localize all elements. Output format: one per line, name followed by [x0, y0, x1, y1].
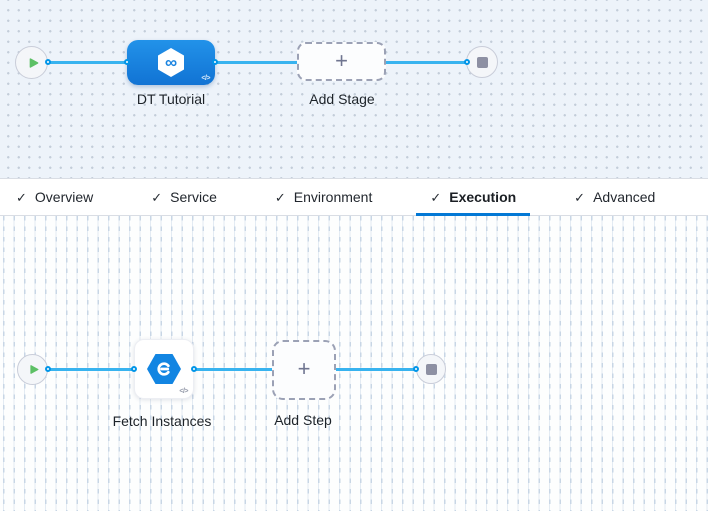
harness-cd-stage-icon: ∞: [158, 48, 184, 77]
edge-start-to-step: [48, 368, 134, 371]
edge-start-to-stage: [48, 61, 127, 64]
plus-icon: +: [335, 47, 348, 73]
check-icon: ✓: [274, 189, 286, 205]
play-icon: [30, 365, 39, 374]
connection-point[interactable]: [131, 366, 137, 372]
add-stage-label: Add Stage: [309, 91, 375, 107]
connection-point[interactable]: [191, 366, 197, 372]
tab-label: Advanced: [593, 189, 656, 205]
pipeline-start-node[interactable]: [15, 46, 48, 79]
connection-point[interactable]: [45, 366, 51, 372]
stop-icon: [425, 363, 437, 375]
tab-label: Execution: [449, 189, 517, 205]
tab-service[interactable]: ✓ Service: [137, 179, 231, 215]
tab-environment[interactable]: ✓ Environment: [261, 179, 387, 215]
tab-advanced[interactable]: ✓ Advanced: [560, 179, 669, 215]
tab-overview[interactable]: ✓ Overview: [2, 179, 107, 215]
execution-end-node[interactable]: [416, 354, 446, 384]
check-icon: ✓: [430, 189, 442, 205]
play-icon: [29, 57, 38, 68]
stage-graph-canvas[interactable]: ∞ </> DT Tutorial + Add Stage: [0, 0, 708, 178]
connection-point[interactable]: [124, 59, 130, 65]
edge-addstage-to-end: [386, 61, 467, 64]
stage-node-label: DT Tutorial: [136, 91, 206, 107]
stage-config-tabbar: ✓ Overview ✓ Service ✓ Environment ✓ Exe…: [0, 178, 708, 216]
check-icon: ✓: [16, 189, 27, 205]
connection-point[interactable]: [413, 366, 419, 372]
code-icon[interactable]: </>: [179, 388, 188, 395]
tab-label: Service: [170, 189, 217, 205]
add-step-button[interactable]: +: [272, 340, 336, 400]
code-icon[interactable]: </>: [201, 75, 210, 82]
execution-graph-canvas[interactable]: </> Fetch Instances + Add Step: [0, 216, 708, 511]
step-node-label: Fetch Instances: [112, 413, 212, 429]
pipeline-end-node[interactable]: [466, 46, 498, 78]
plus-icon: +: [297, 356, 311, 381]
tab-label: Environment: [293, 189, 373, 205]
tab-execution[interactable]: ✓ Execution: [416, 179, 530, 216]
edge-addstep-to-end: [336, 368, 416, 371]
tab-label: Overview: [34, 189, 94, 205]
stage-node-dt-tutorial[interactable]: ∞ </>: [127, 40, 215, 85]
edge-step-to-addstep: [194, 368, 272, 371]
add-step-label: Add Step: [274, 412, 332, 428]
stop-icon: [476, 56, 488, 68]
fetch-instances-icon: [147, 354, 181, 384]
connection-point[interactable]: [45, 59, 51, 65]
step-node-fetch-instances[interactable]: </>: [134, 339, 194, 399]
connection-point[interactable]: [212, 59, 218, 65]
add-stage-button[interactable]: +: [297, 42, 386, 81]
infinity-glyph: ∞: [164, 53, 178, 72]
connection-point[interactable]: [464, 59, 470, 65]
check-icon: ✓: [151, 189, 163, 205]
edge-stage-to-addstage: [215, 61, 297, 64]
check-icon: ✓: [574, 189, 586, 205]
execution-start-node[interactable]: [17, 354, 48, 385]
